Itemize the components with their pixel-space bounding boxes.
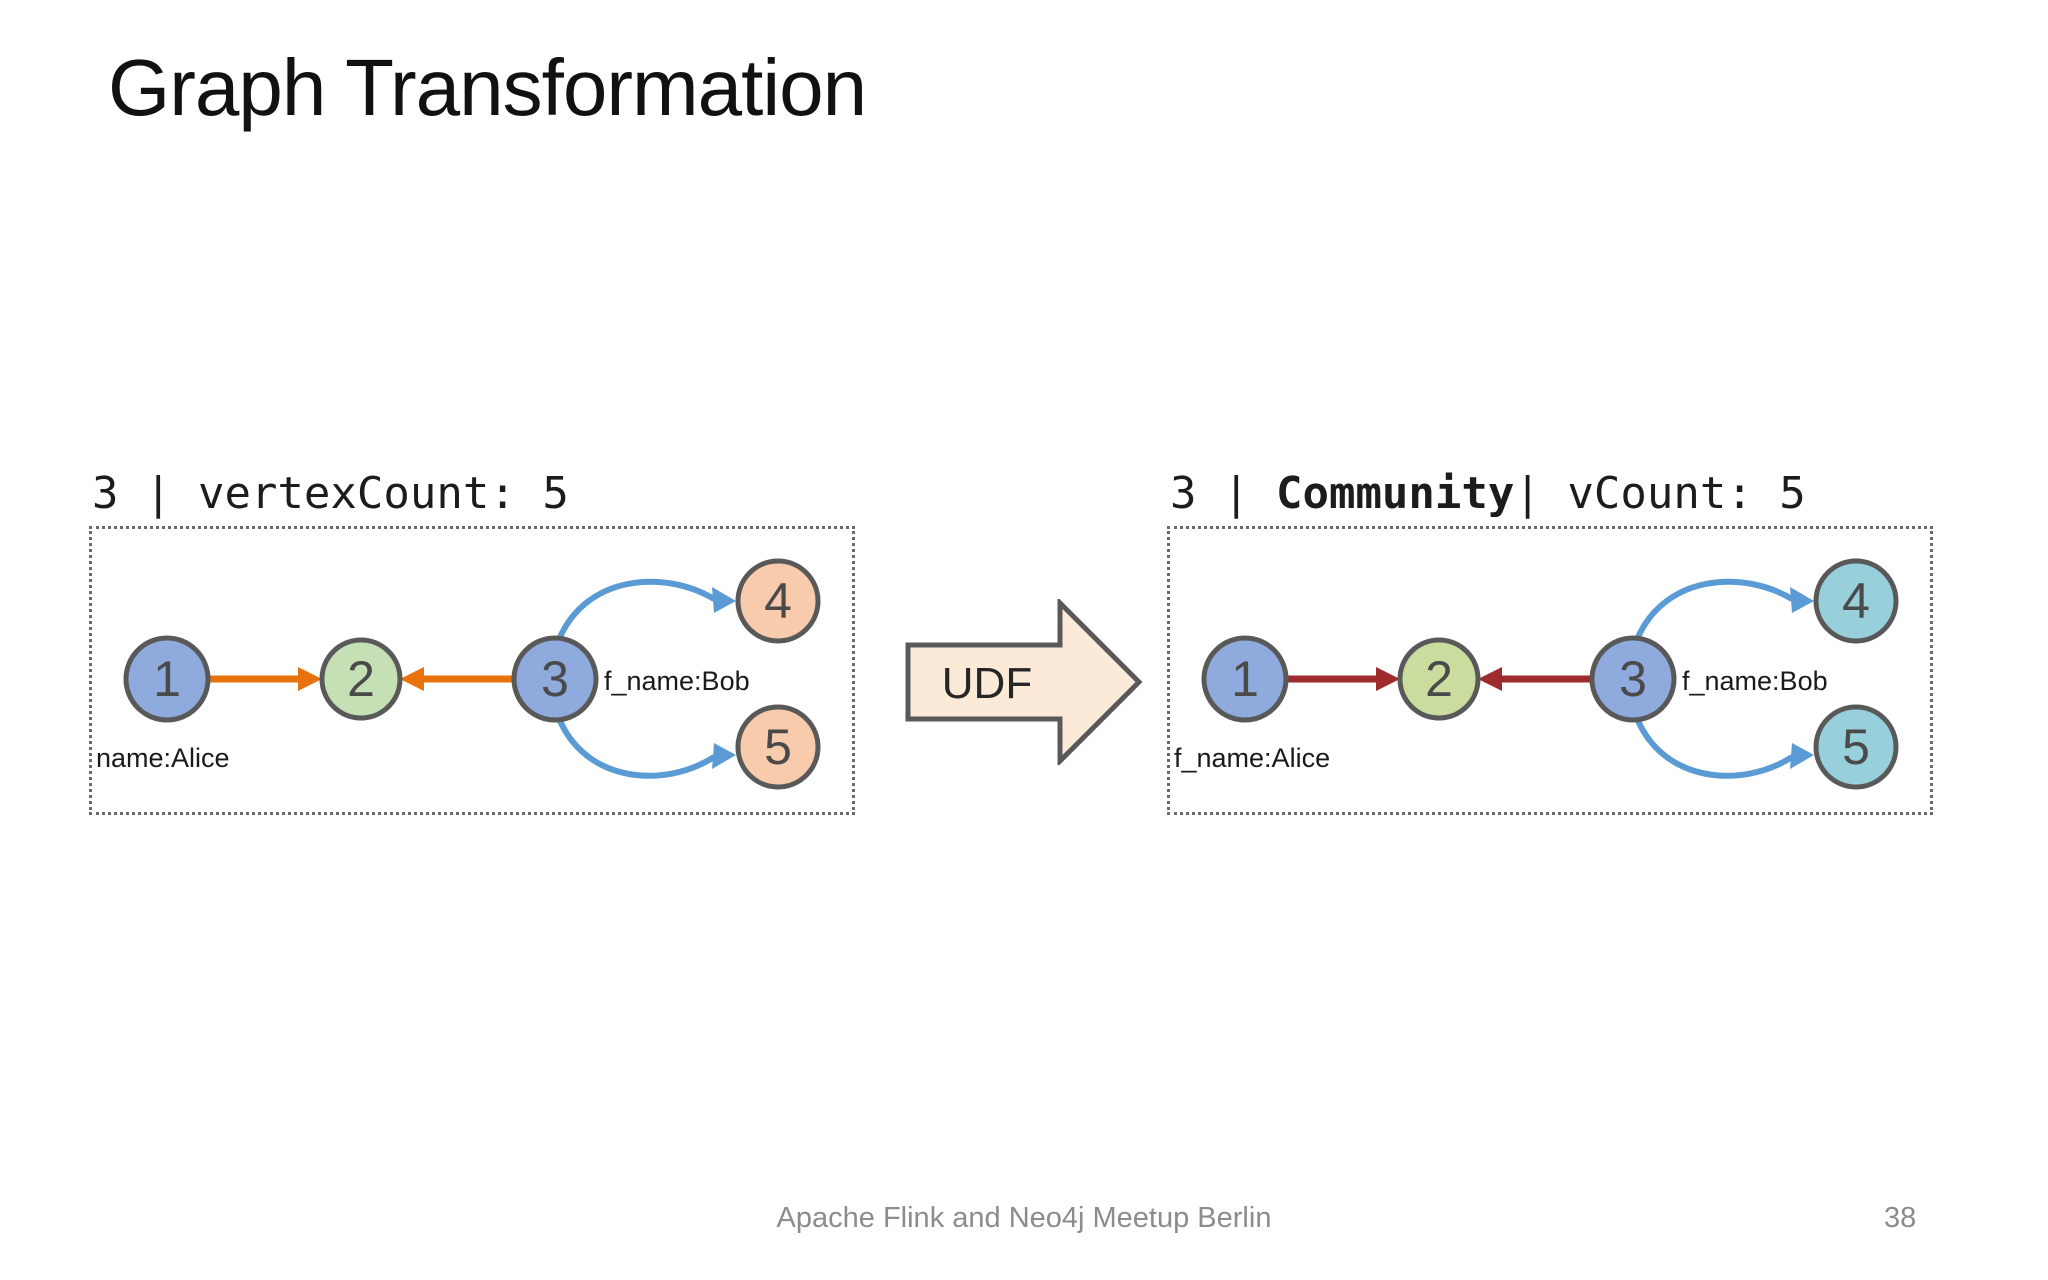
- edge-3-2-arrowhead: [400, 667, 424, 691]
- udf-label: UDF: [942, 659, 1032, 708]
- output-graph-header-bold: Community: [1275, 468, 1515, 519]
- node-1: [123, 635, 211, 723]
- footer-page-number: 38: [1884, 1202, 1917, 1234]
- node-3-label: 3: [541, 651, 569, 707]
- node-1: [1201, 635, 1289, 723]
- output-graph-header-post: | vCount: 5: [1514, 468, 1806, 519]
- output-graph-header: 3 | Community| vCount: 5: [1170, 468, 1806, 519]
- node-3-label: 3: [1619, 651, 1647, 707]
- node-3-annotation: f_name:Bob: [1682, 666, 1828, 696]
- node-3: [1589, 635, 1677, 723]
- node-2-label: 2: [1425, 651, 1453, 707]
- node-2: [1397, 637, 1481, 721]
- node-3: [511, 635, 599, 723]
- edge-3-4-arrowhead: [712, 587, 736, 613]
- edge-3-4: [1633, 578, 1794, 644]
- output-graph-header-pre: 3 |: [1170, 468, 1276, 519]
- node-1-label: 1: [153, 651, 181, 707]
- input-graph-canvas: 1 2 3 4 5 name:Alice f_name:Bob: [96, 558, 821, 790]
- output-graph-box: 1 2 3 4 5 f_name:Alice f_name:Bob: [1167, 526, 1933, 815]
- edge-1-2-arrowhead: [1376, 667, 1400, 691]
- node-2: [319, 637, 403, 721]
- udf-arrow-shape: UDF: [905, 596, 1143, 768]
- edge-3-5-arrowhead: [712, 743, 736, 769]
- footer-credit: Apache Flink and Neo4j Meetup Berlin: [776, 1202, 1272, 1234]
- node-4: [1813, 558, 1899, 644]
- edge-3-5: [1633, 714, 1794, 779]
- edge-3-4-arrowhead: [1790, 587, 1814, 613]
- node-4-label: 4: [1842, 573, 1870, 629]
- edge-3-2-arrowhead: [1478, 667, 1502, 691]
- node-5-label: 5: [764, 719, 792, 775]
- node-4-label: 4: [764, 573, 792, 629]
- input-graph-box: 1 2 3 4 5 name:Alice f_name:Bob: [89, 526, 855, 815]
- edge-3-5: [555, 714, 716, 779]
- edge-3-5-arrowhead: [1790, 743, 1814, 769]
- udf-arrow-polygon: [905, 596, 1143, 768]
- node-5: [735, 704, 821, 790]
- node-1-label: 1: [1231, 651, 1259, 707]
- edge-1-2-arrowhead: [298, 667, 322, 691]
- edge-3-4: [555, 578, 716, 644]
- node-5: [1813, 704, 1899, 790]
- slide-title: Graph Transformation: [108, 43, 867, 132]
- node-5-label: 5: [1842, 719, 1870, 775]
- udf-arrow: UDF: [905, 596, 1145, 768]
- input-graph-header: 3 | vertexCount: 5: [92, 468, 569, 519]
- node-4: [735, 558, 821, 644]
- node-3-annotation: f_name:Bob: [604, 666, 750, 696]
- node-1-annotation: name:Alice: [96, 743, 230, 773]
- node-1-annotation: f_name:Alice: [1174, 743, 1330, 773]
- input-graph-header-pre: 3 | vertexCount: 5: [92, 468, 569, 519]
- node-2-label: 2: [347, 651, 375, 707]
- output-graph-canvas: 1 2 3 4 5 f_name:Alice f_name:Bob: [1174, 558, 1899, 790]
